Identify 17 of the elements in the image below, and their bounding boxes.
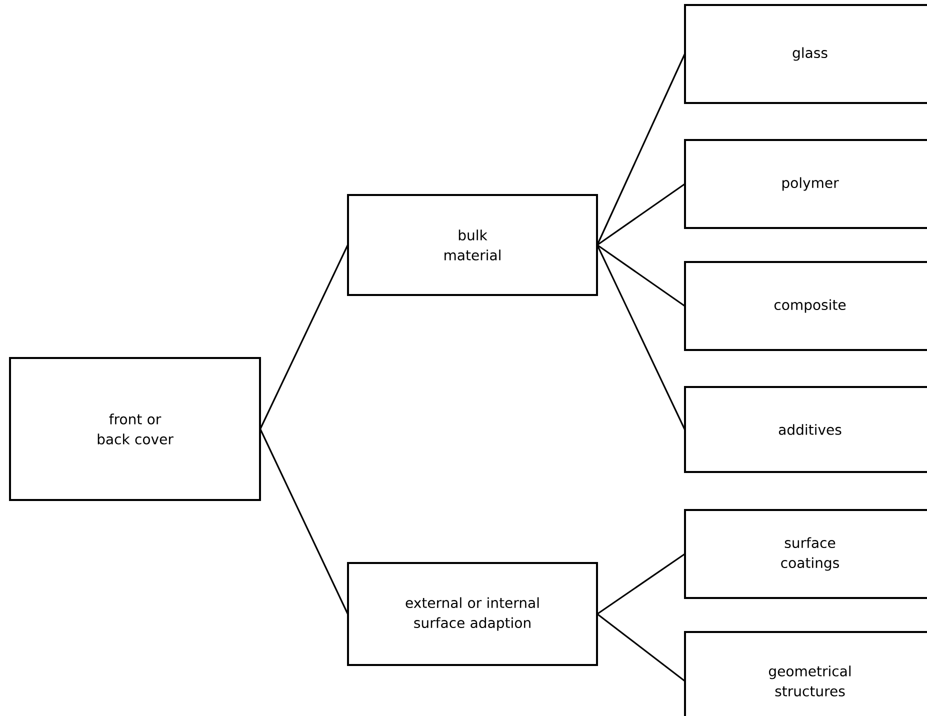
box: glass xyxy=(684,4,927,104)
connector-line xyxy=(260,244,348,430)
box: front or back cover xyxy=(9,357,261,501)
box: composite xyxy=(684,261,927,351)
connector-line xyxy=(596,244,686,430)
connector-line xyxy=(596,613,686,682)
box: geometrical structures xyxy=(684,631,927,716)
connector-line xyxy=(596,244,686,307)
box: additives xyxy=(684,386,927,473)
connector-line xyxy=(260,428,348,614)
box: external or internal surface adaption xyxy=(347,562,598,666)
box: polymer xyxy=(684,139,927,229)
connector-line xyxy=(596,183,686,246)
connector-line xyxy=(596,54,686,246)
box: bulk material xyxy=(347,194,598,296)
connector-line xyxy=(596,553,686,615)
box: surface coatings xyxy=(684,509,927,599)
